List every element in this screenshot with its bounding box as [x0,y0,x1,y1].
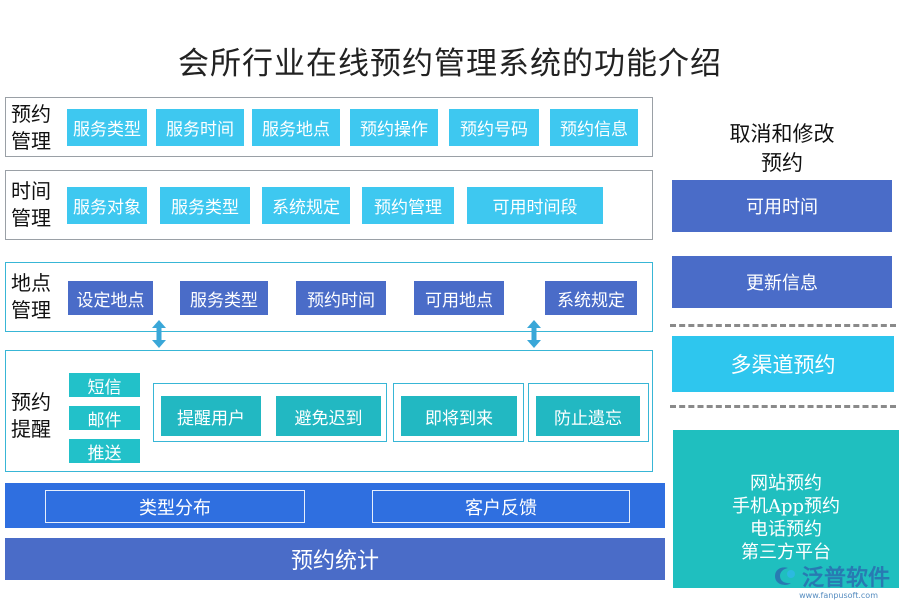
reminder-avoid-late: 避免迟到 [276,396,381,436]
right-item-available-time: 可用时间 [672,180,892,232]
time-item-service-target: 服务对象 [67,187,147,224]
watermark-brand: 泛普软件 [801,566,890,591]
watermark-logo: 泛普软件 [772,560,890,592]
booking-item-service-location: 服务地点 [252,109,340,146]
channel-list: 网站预约 手机App预约 电话预约 第三方平台 [673,472,899,564]
page-title: 会所行业在线预约管理系统的功能介绍 [178,46,722,82]
divider [670,324,896,327]
location-management-label: 地点 管理 [11,271,51,322]
booking-item-booking-number: 预约号码 [449,109,539,146]
booking-management-label: 预约 管理 [11,102,51,153]
time-item-service-type: 服务类型 [160,187,250,224]
reminder-channel-push: 推送 [69,439,140,464]
reminder-label: 预约 提醒 [11,390,51,441]
cancel-modify-heading: 取消和修改 预约 [729,122,835,175]
watermark-url: www.fanpusoft.com [799,591,878,600]
location-item-service-type: 服务类型 [180,281,268,315]
location-item-system-rules: 系统规定 [545,281,637,315]
brand-logo-icon [774,567,795,585]
up-down-arrow-icon [527,320,541,348]
divider [670,405,896,408]
booking-item-service-time: 服务时间 [156,109,244,146]
channel-third-party: 第三方平台 [741,542,831,563]
time-item-available-slots: 可用时间段 [467,187,603,224]
time-management-label: 时间 管理 [11,179,51,230]
multichannel-booking: 多渠道预约 [672,336,894,392]
location-item-available-location: 可用地点 [414,281,504,315]
reminder-prevent-forget: 防止遗忘 [536,396,640,436]
time-item-system-rules: 系统规定 [262,187,350,224]
reminder-channel-email: 邮件 [69,406,140,431]
location-item-set-location: 设定地点 [68,281,153,315]
channel-phone: 电话预约 [750,519,822,540]
booking-item-booking-operation: 预约操作 [350,109,438,146]
reminder-remind-user: 提醒用户 [161,396,261,436]
stats-type-distribution: 类型分布 [45,490,305,523]
time-item-booking-management: 预约管理 [362,187,454,224]
location-item-booking-time: 预约时间 [296,281,386,315]
channel-list-panel [673,430,899,588]
reminder-upcoming: 即将到来 [401,396,517,436]
channel-website: 网站预约 [750,473,822,494]
stats-label: 预约统计 [5,538,665,580]
booking-item-service-type: 服务类型 [67,109,147,146]
channel-mobile-app: 手机App预约 [731,496,841,517]
reminder-channel-sms: 短信 [69,373,140,398]
up-down-arrow-icon [152,320,166,348]
right-item-update-info: 更新信息 [672,256,892,308]
booking-item-booking-info: 预约信息 [550,109,638,146]
stats-customer-feedback: 客户反馈 [372,490,630,523]
